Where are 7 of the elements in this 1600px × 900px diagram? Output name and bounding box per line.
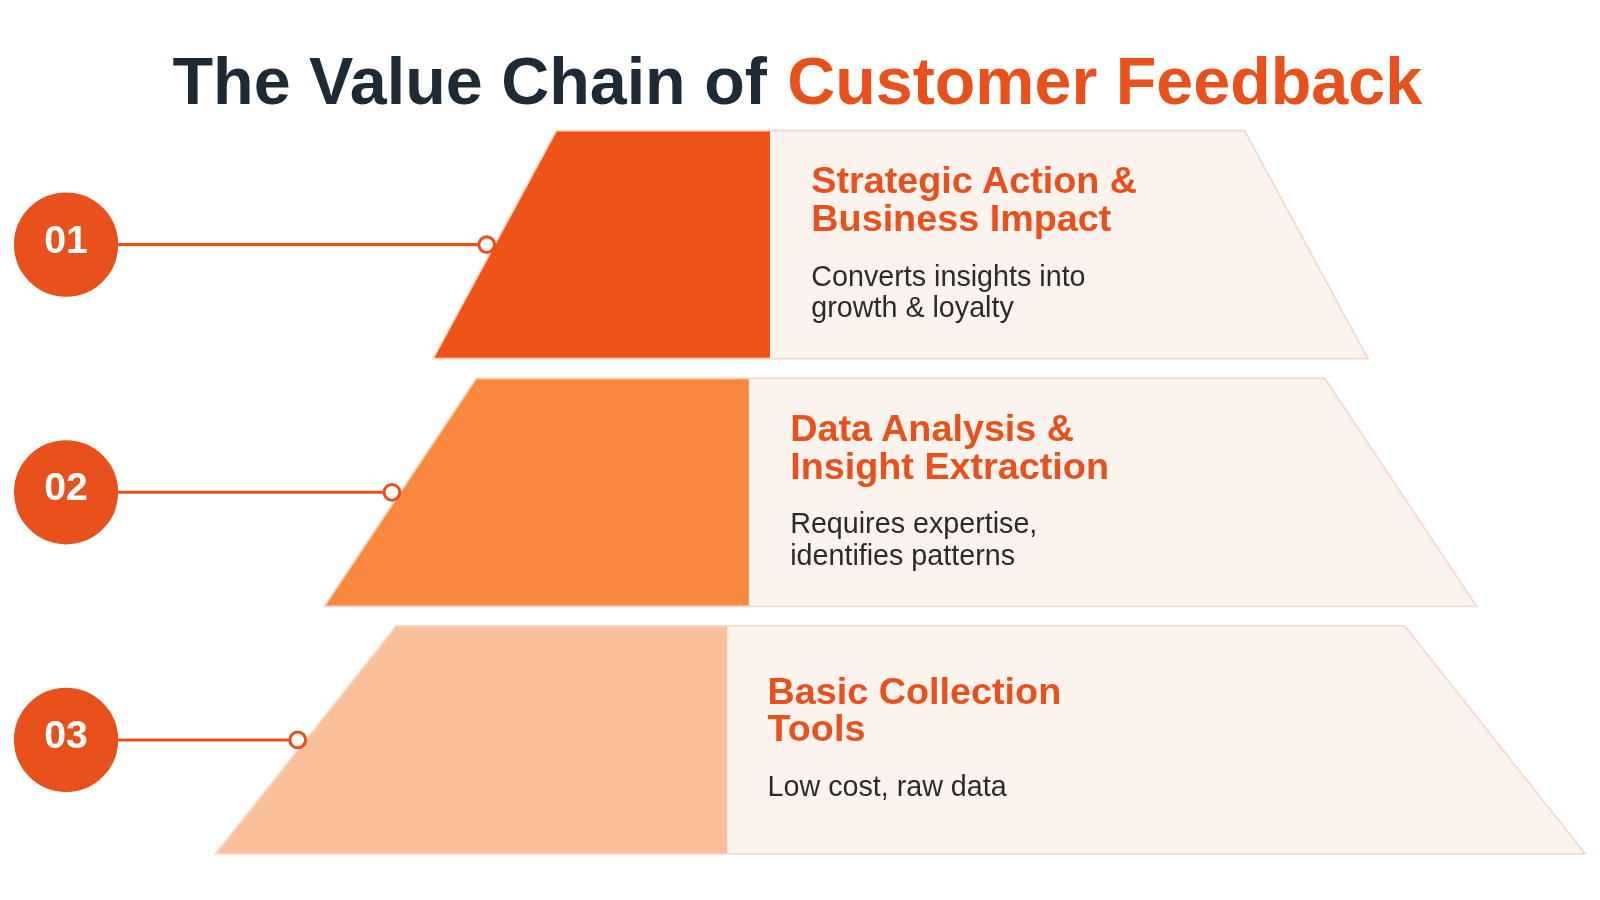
connector xyxy=(117,730,308,750)
connector xyxy=(117,482,402,502)
diagram-title: The Value Chain of Customer Feedback xyxy=(172,43,1423,118)
node-circle: 01 xyxy=(13,192,119,297)
connector xyxy=(117,235,497,254)
node-circle: 03 xyxy=(13,687,119,793)
node-circle: 02 xyxy=(13,440,119,545)
